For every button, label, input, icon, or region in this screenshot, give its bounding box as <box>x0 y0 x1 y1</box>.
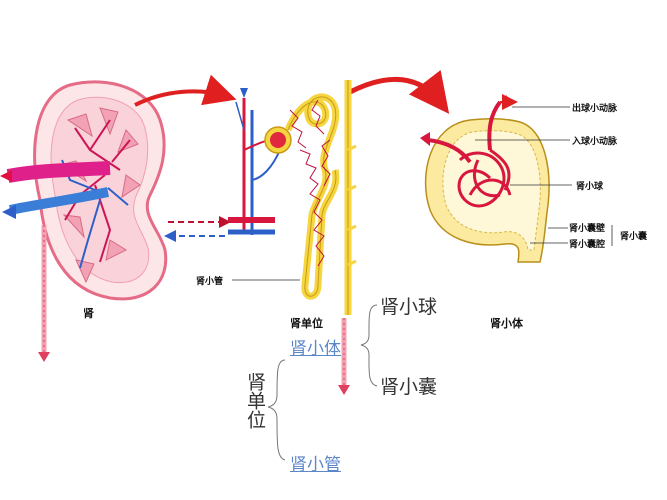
label-capsule-cavity: 肾小囊腔 <box>569 240 606 250</box>
label-capsule: 肾小囊 <box>620 232 648 242</box>
hierarchy-corpuscle-link[interactable]: 肾小体 <box>290 339 341 359</box>
hierarchy-capsule: 肾小囊 <box>380 376 438 398</box>
label-kidney: 肾 <box>83 307 94 320</box>
renal-corpuscle-illustration <box>420 94 613 263</box>
zoom-arrow-1 <box>134 74 237 107</box>
nephron-illustration <box>164 80 357 395</box>
hierarchy-glomerulus: 肾小球 <box>380 296 438 318</box>
label-efferent-arteriole: 出球小动脉 <box>572 104 618 114</box>
kidney-illustration <box>0 80 168 362</box>
hierarchy-tubule-link[interactable]: 肾小管 <box>290 455 341 475</box>
hierarchy-root-nephron: 肾单位 <box>244 372 266 429</box>
label-afferent-arteriole: 入球小动脉 <box>572 137 618 147</box>
hierarchy-braces <box>267 304 378 461</box>
label-nephron: 肾单位 <box>290 317 323 330</box>
hierarchy-root-text: 肾单位 <box>244 372 266 429</box>
label-renal-corpuscle: 肾小体 <box>490 317 523 330</box>
label-renal-tubule: 肾小管 <box>196 277 224 287</box>
label-capsule-wall: 肾小囊壁 <box>569 224 606 234</box>
label-glomerulus: 肾小球 <box>576 182 604 192</box>
zoom-arrow-2 <box>348 69 450 114</box>
